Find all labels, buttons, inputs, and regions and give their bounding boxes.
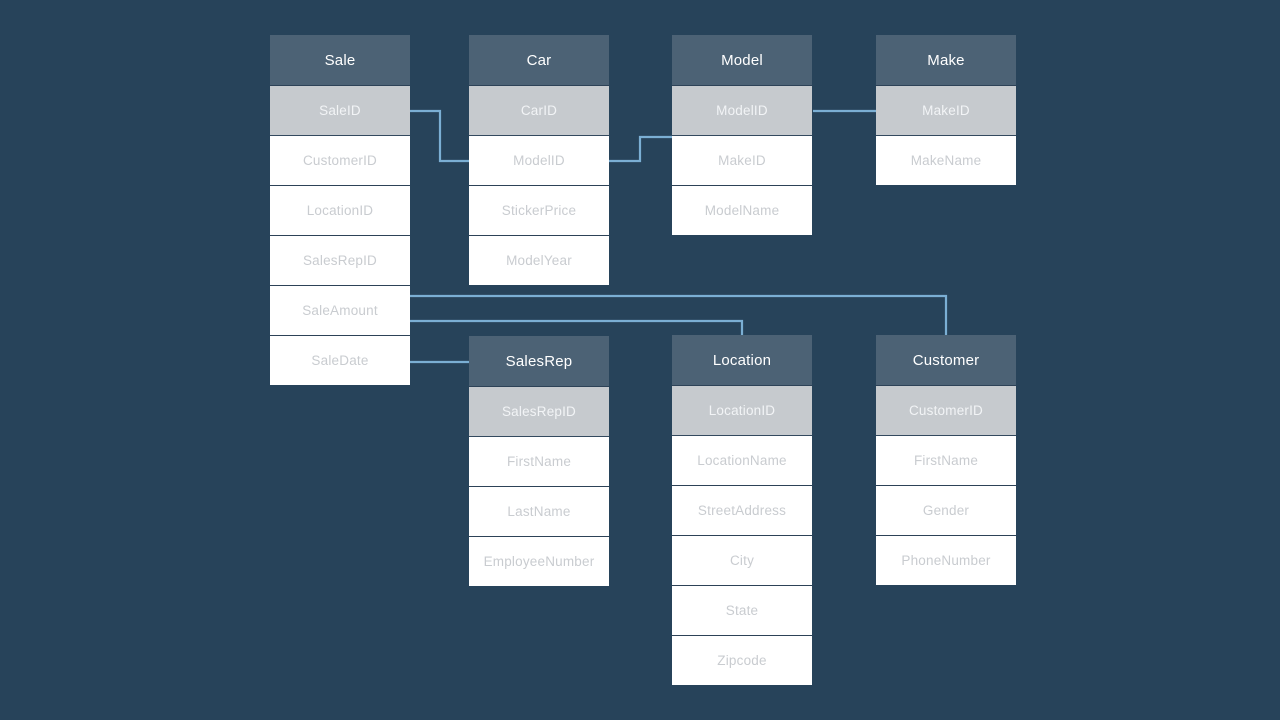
- field-car-modelyear[interactable]: ModelYear: [469, 235, 609, 285]
- field-sale-saleid[interactable]: SaleID: [270, 85, 410, 135]
- field-customer-phonenumber[interactable]: PhoneNumber: [876, 535, 1016, 585]
- connector-group: [409, 109, 948, 364]
- entity-location[interactable]: Location LocationID LocationName StreetA…: [672, 335, 812, 685]
- entity-sale-title: Sale: [270, 35, 410, 85]
- entity-model-title: Model: [672, 35, 812, 85]
- field-make-makeid[interactable]: MakeID: [876, 85, 1016, 135]
- field-car-carid[interactable]: CarID: [469, 85, 609, 135]
- entity-customer[interactable]: Customer CustomerID FirstName Gender Pho…: [876, 335, 1016, 585]
- connector-sale-customer: [409, 294, 948, 336]
- entity-car-title: Car: [469, 35, 609, 85]
- connector-car-model: [609, 135, 672, 163]
- field-location-zipcode[interactable]: Zipcode: [672, 635, 812, 685]
- connector-sale-car: [409, 109, 470, 163]
- field-location-locationname[interactable]: LocationName: [672, 435, 812, 485]
- field-salesrep-employeenumber[interactable]: EmployeeNumber: [469, 536, 609, 586]
- field-location-state[interactable]: State: [672, 585, 812, 635]
- entity-make-title: Make: [876, 35, 1016, 85]
- field-sale-locationid[interactable]: LocationID: [270, 185, 410, 235]
- field-model-modelid[interactable]: ModelID: [672, 85, 812, 135]
- entity-model[interactable]: Model ModelID MakeID ModelName: [672, 35, 812, 235]
- field-location-streetaddress[interactable]: StreetAddress: [672, 485, 812, 535]
- entity-location-title: Location: [672, 335, 812, 385]
- field-location-locationid[interactable]: LocationID: [672, 385, 812, 435]
- field-customer-customerid[interactable]: CustomerID: [876, 385, 1016, 435]
- field-make-makename[interactable]: MakeName: [876, 135, 1016, 185]
- connector-sale-location: [409, 319, 744, 336]
- field-car-modelid[interactable]: ModelID: [469, 135, 609, 185]
- field-car-stickerprice[interactable]: StickerPrice: [469, 185, 609, 235]
- entity-car[interactable]: Car CarID ModelID StickerPrice ModelYear: [469, 35, 609, 285]
- field-model-makeid[interactable]: MakeID: [672, 135, 812, 185]
- field-sale-saledate[interactable]: SaleDate: [270, 335, 410, 385]
- field-location-city[interactable]: City: [672, 535, 812, 585]
- field-customer-gender[interactable]: Gender: [876, 485, 1016, 535]
- entity-make[interactable]: Make MakeID MakeName: [876, 35, 1016, 185]
- field-customer-firstname[interactable]: FirstName: [876, 435, 1016, 485]
- field-sale-salesrepid[interactable]: SalesRepID: [270, 235, 410, 285]
- field-salesrep-lastname[interactable]: LastName: [469, 486, 609, 536]
- field-model-modelname[interactable]: ModelName: [672, 185, 812, 235]
- entity-customer-title: Customer: [876, 335, 1016, 385]
- field-salesrep-salesrepid[interactable]: SalesRepID: [469, 386, 609, 436]
- field-salesrep-firstname[interactable]: FirstName: [469, 436, 609, 486]
- entity-salesrep-title: SalesRep: [469, 336, 609, 386]
- field-sale-saleamount[interactable]: SaleAmount: [270, 285, 410, 335]
- field-sale-customerid[interactable]: CustomerID: [270, 135, 410, 185]
- entity-sale[interactable]: Sale SaleID CustomerID LocationID SalesR…: [270, 35, 410, 385]
- entity-salesrep[interactable]: SalesRep SalesRepID FirstName LastName E…: [469, 336, 609, 586]
